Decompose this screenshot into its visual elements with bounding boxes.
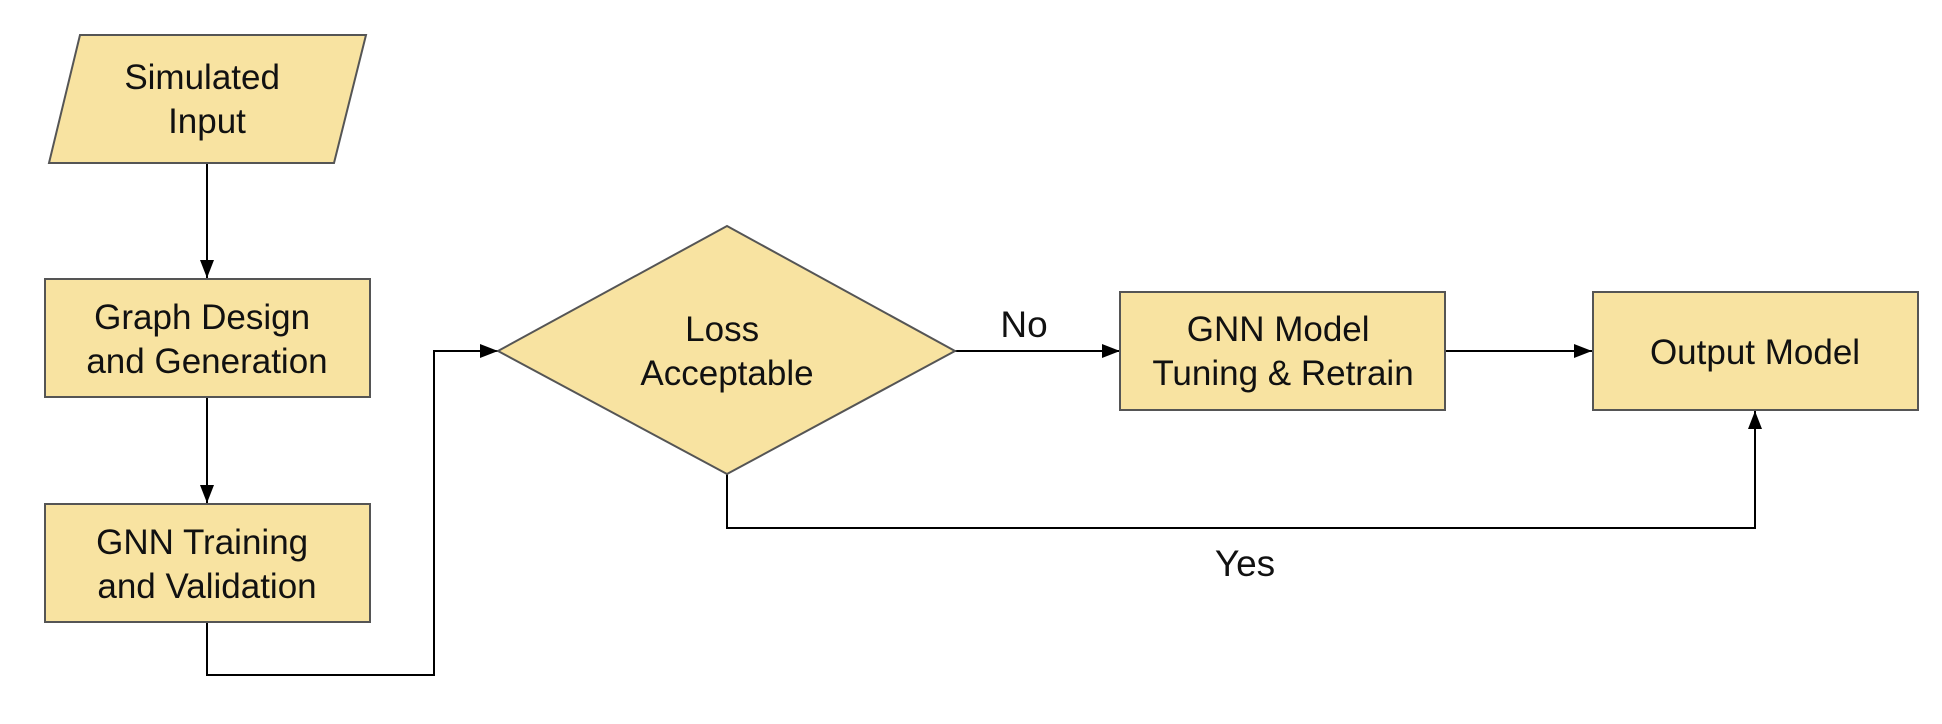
connector-line — [726, 411, 1762, 529]
parallelogram-shape — [47, 34, 368, 164]
node-gnn-tuning: GNN Model Tuning & Retrain — [1119, 291, 1446, 411]
node-label-line: GNN Training — [96, 523, 308, 562]
node-label-line: Simulated — [124, 58, 280, 97]
node-output-model: Output Model — [1592, 291, 1919, 411]
node-label-line: GNN Model — [1187, 310, 1370, 349]
node-label-line: Acceptable — [640, 354, 813, 393]
node-label-line: Loss — [685, 310, 759, 349]
node-loss-acceptable: Loss Acceptable — [495, 224, 958, 476]
node-label: Graph Design and Generation — [86, 298, 327, 381]
edge-loss-yes: Yes — [726, 411, 1762, 584]
node-label: Output Model — [1650, 333, 1860, 372]
node-graph-design: Graph Design and Generation — [44, 278, 371, 398]
node-label-line: and Validation — [97, 567, 316, 606]
edge-loss-no: No — [955, 304, 1120, 358]
node-simulated-input: Simulated Input — [47, 34, 368, 164]
node-gnn-training: GNN Training and Validation — [44, 503, 371, 623]
node-label: GNN Model Tuning & Retrain — [1152, 310, 1413, 393]
node-label-line: Input — [168, 102, 246, 141]
node-label-line: Graph Design — [94, 298, 310, 337]
node-label-line: Output Model — [1650, 333, 1860, 372]
process-box — [44, 503, 371, 623]
connector-line — [206, 344, 498, 676]
node-label: Loss Acceptable — [640, 310, 813, 393]
process-box — [1592, 291, 1919, 411]
decision-diamond — [495, 224, 958, 476]
edge-training-to-loss — [206, 344, 498, 676]
process-box — [1119, 291, 1446, 411]
node-label: Simulated Input — [124, 58, 289, 141]
edge-label-no: No — [1000, 304, 1047, 345]
node-label-line: and Generation — [86, 342, 327, 381]
process-box — [44, 278, 371, 398]
edge-label-yes: Yes — [1215, 543, 1275, 584]
node-label: GNN Training and Validation — [96, 523, 318, 606]
node-label-line: Tuning & Retrain — [1152, 354, 1413, 393]
